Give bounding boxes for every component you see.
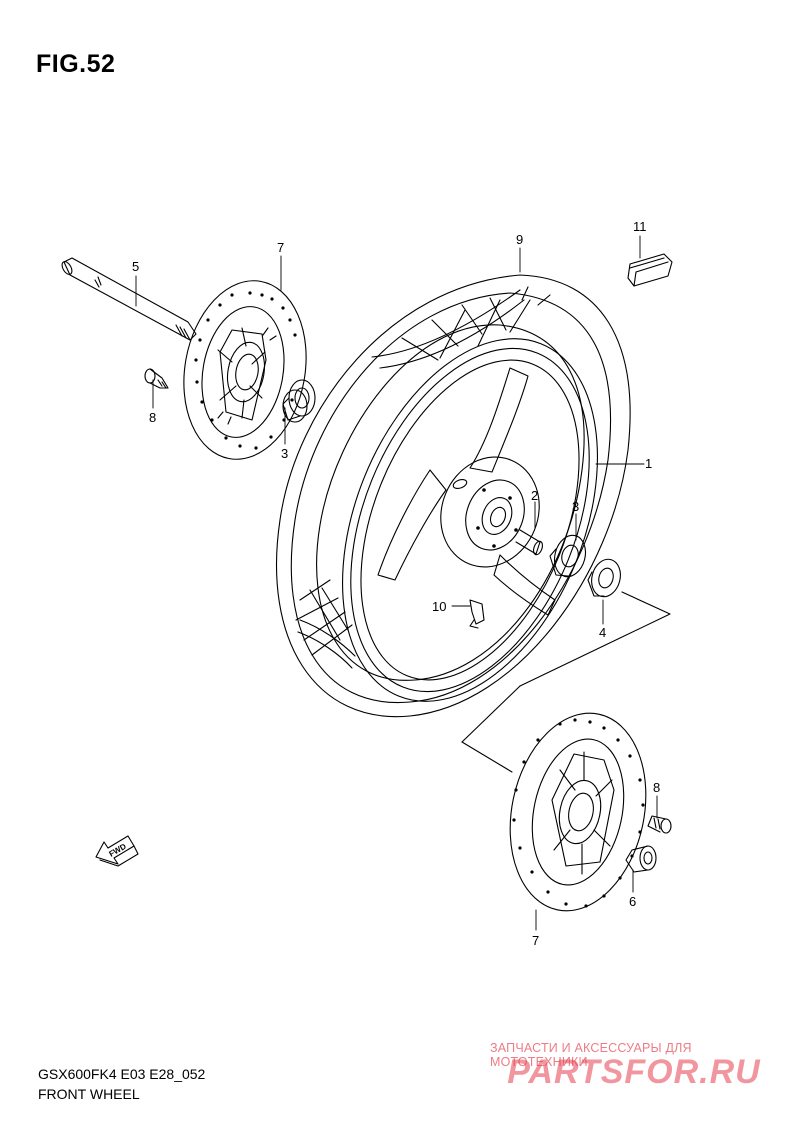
callout-5: 5 (132, 259, 139, 274)
callout-1: 1 (645, 456, 652, 471)
callout-3-right: 3 (572, 499, 579, 514)
right-disc-holes (512, 718, 645, 908)
tire-valve (469, 599, 485, 629)
right-brake-disc (509, 712, 647, 912)
callout-8-left: 8 (149, 410, 156, 425)
callout-7-bottom: 7 (532, 933, 539, 948)
axle-spacer (625, 845, 657, 873)
model-code: GSX600FK4 E03 E28_052 (38, 1066, 206, 1082)
assembly-guide-lines (461, 591, 671, 773)
watermark-logo: PARTSFOR.RU (507, 1053, 761, 1090)
right-bearing (549, 534, 587, 578)
callout-7-top: 7 (277, 240, 284, 255)
right-disc-bolt (647, 815, 672, 834)
front-tire (276, 274, 631, 718)
callout-8-right: 8 (653, 780, 660, 795)
left-disc-bolt (144, 368, 169, 389)
watermark-tagline: ЗАПЧАСТИ И АКСЕССУАРЫ ДЛЯ МОТОТЕХНИКИ (490, 1041, 692, 1069)
diagram-caption: FRONT WHEEL (38, 1086, 140, 1102)
callout-numbers: 5 7 8 3 9 11 1 2 3 4 10 8 6 7 (132, 219, 660, 948)
leader-lines (135, 235, 658, 931)
callout-10: 10 (432, 599, 446, 614)
callout-2: 2 (531, 488, 538, 503)
left-bearing (282, 379, 316, 423)
disc-holes (194, 291, 297, 450)
figure-title: FIG.52 (36, 50, 116, 78)
fwd-arrow-icon: FWD (95, 835, 139, 867)
callout-6: 6 (629, 894, 636, 909)
watermark-logo-text: PARTSFOR.RU (507, 1053, 761, 1090)
callout-3-left: 3 (281, 446, 288, 461)
oil-seal (587, 558, 621, 598)
callout-4: 4 (599, 625, 606, 640)
front-axle (61, 257, 197, 341)
left-brake-disc (183, 280, 307, 460)
balancer-weight (627, 253, 673, 287)
callout-11: 11 (633, 219, 647, 234)
callout-9: 9 (516, 232, 523, 247)
